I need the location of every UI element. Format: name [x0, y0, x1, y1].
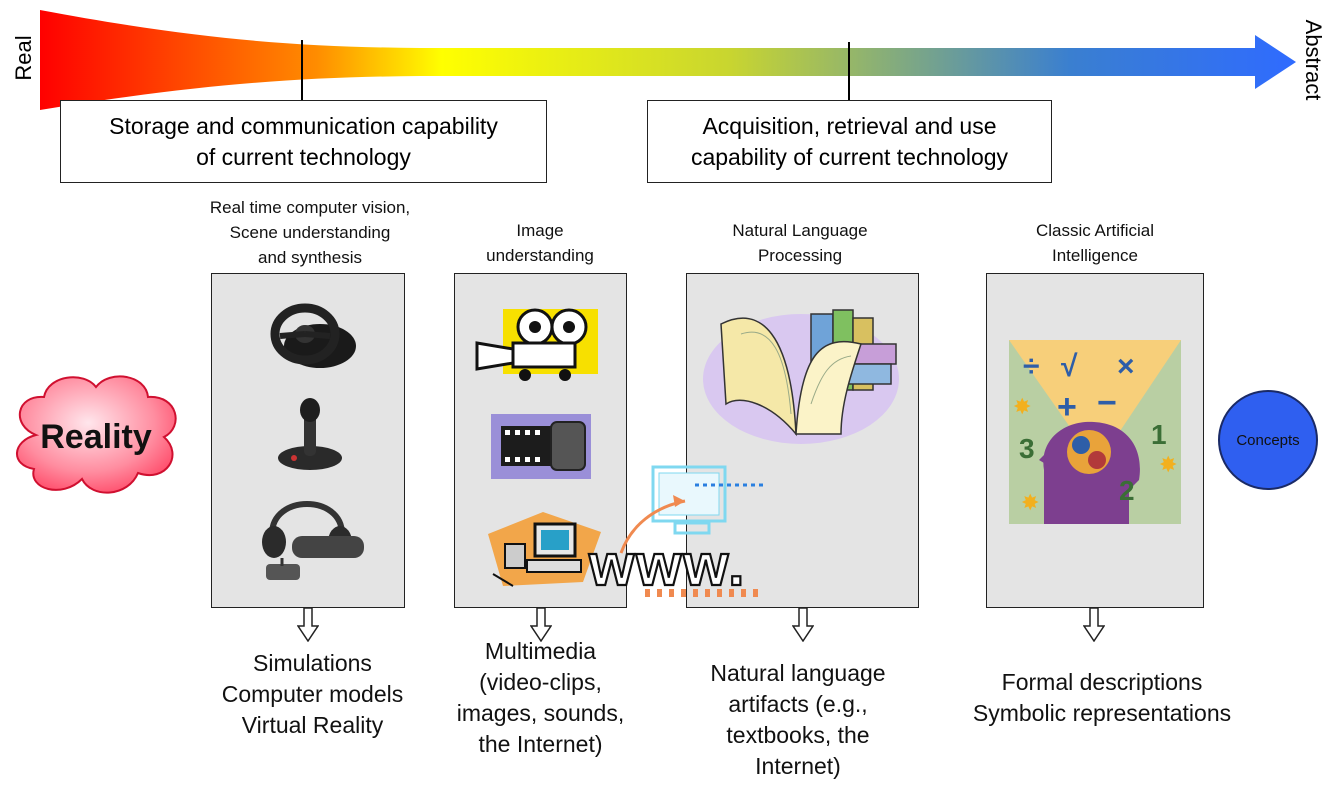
reality-cloud: Reality [16, 375, 177, 494]
www-graphic: www. [587, 465, 765, 599]
output-simulations: Simulations Computer models Virtual Real… [221, 650, 404, 738]
panel-nlp [686, 273, 919, 608]
math-one: 1 [1151, 419, 1167, 450]
sparkle-icon: ✸ [1013, 394, 1031, 419]
abstract-label: Abstract [1301, 19, 1326, 101]
tick-line-storage [301, 40, 303, 102]
math-times: × [1117, 350, 1135, 383]
category-title-classic-ai: Classic Artificial Intelligence [1035, 221, 1155, 265]
scale-arrow [40, 10, 1296, 110]
film-reel-icon [491, 414, 591, 479]
www-text: www. [588, 533, 746, 598]
math-two: 2 [1119, 475, 1135, 506]
tick-line-acquisition [848, 42, 850, 102]
output-natural-language-artifacts: Natural language artifacts (e.g., textbo… [710, 660, 886, 779]
storage-capability-box: Storage and communication capability of … [60, 100, 547, 183]
acquisition-capability-line1: Acquisition, retrieval and use [702, 112, 997, 139]
down-arrow-icon [792, 608, 814, 642]
math-root: √ [1061, 350, 1078, 383]
math-divide: ÷ [1023, 350, 1039, 383]
math-three: 3 [1019, 433, 1035, 464]
output-formal-descriptions: Formal descriptions Symbolic representat… [972, 669, 1232, 726]
down-arrow-icon [1083, 608, 1105, 642]
math-minus: − [1097, 384, 1117, 422]
books-icon [703, 309, 899, 444]
real-label: Real [11, 35, 36, 81]
movie-camera-icon [475, 308, 598, 381]
acquisition-capability-line2: capability of current technology [690, 143, 1009, 170]
panel-computer-vision [211, 273, 405, 608]
category-title-nlp: Natural Language Processing [732, 221, 868, 265]
acquisition-capability-box: Acquisition, retrieval and use capabilit… [647, 100, 1052, 183]
storage-capability-line1: Storage and communication capability [109, 112, 498, 139]
category-title-image-understanding: Image understanding [486, 221, 594, 265]
concepts-label: Concepts [1236, 431, 1300, 449]
computer-desk-icon [488, 512, 601, 587]
real-abstract-scale [40, 10, 1296, 110]
computer-monitor-icon [651, 465, 765, 535]
vr-headset-icon [262, 501, 364, 580]
down-arrow-icon [530, 608, 552, 642]
panel-image-understanding [454, 273, 627, 608]
storage-capability-line2: of current technology [196, 143, 411, 170]
math-head-icon: ÷ √ × + − 1 2 3 ✸ ✸ ✸ [1009, 340, 1181, 524]
down-arrow-icon [297, 608, 319, 642]
concepts-circle: Concepts [1218, 390, 1318, 490]
joystick-icon [278, 398, 342, 470]
sparkle-icon: ✸ [1159, 452, 1177, 477]
output-multimedia: Multimedia (video-clips, images, sounds,… [456, 638, 625, 757]
category-title-computer-vision: Real time computer vision, Scene underst… [209, 198, 411, 267]
math-plus: + [1057, 388, 1077, 426]
reality-label: Reality [40, 418, 152, 456]
steering-wheel-icon [270, 303, 356, 368]
sparkle-icon: ✸ [1021, 490, 1039, 515]
panel-classic-ai: ÷ √ × + − 1 2 3 ✸ ✸ ✸ [986, 273, 1204, 608]
www-dots [645, 589, 758, 597]
